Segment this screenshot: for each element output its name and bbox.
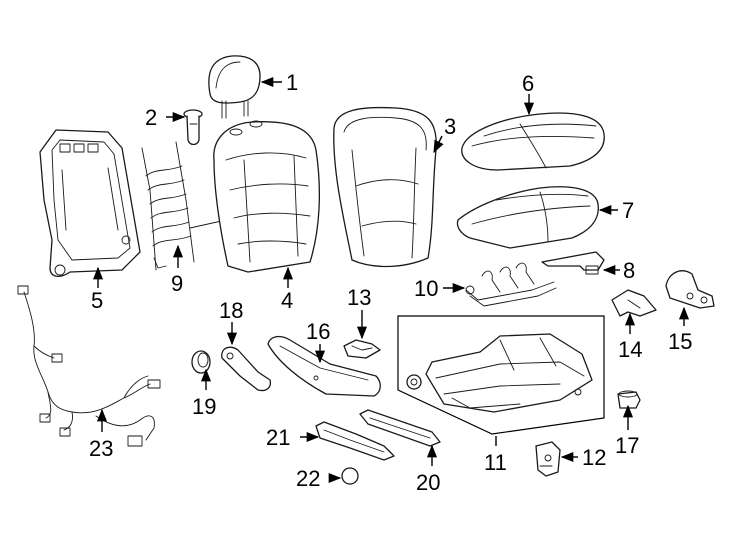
callout-21: 21 — [266, 425, 290, 450]
callout-19: 19 — [192, 394, 216, 419]
callout-9: 9 — [171, 271, 183, 296]
part-recliner-cover-18 — [221, 346, 272, 392]
callout-15: 15 — [668, 329, 692, 354]
callout-8: 8 — [623, 258, 635, 283]
callout-labels: 1 2 3 4 5 6 7 8 9 10 11 12 13 14 15 16 1… — [89, 70, 692, 495]
callout-17: 17 — [615, 433, 639, 458]
part-rail-cover-20 — [359, 409, 441, 447]
leader-lines — [92, 76, 690, 484]
part-seatback-pad — [213, 120, 321, 273]
callout-22: 22 — [296, 466, 320, 491]
part-side-trim-16 — [267, 335, 381, 397]
part-wiring-harness — [17, 285, 161, 447]
part-switch-13 — [343, 339, 381, 359]
callout-11: 11 — [484, 450, 507, 475]
part-cushion-suspension — [465, 262, 557, 307]
part-side-shield-15 — [665, 270, 715, 309]
part-inner-trim-21 — [315, 421, 395, 461]
callout-2: 2 — [145, 105, 157, 130]
part-headrest-guide — [183, 109, 203, 146]
part-headrest — [208, 55, 261, 119]
callout-20: 20 — [416, 470, 440, 495]
part-cushion-cover — [461, 112, 605, 171]
part-button-22 — [341, 467, 359, 485]
part-seatback-cover — [333, 106, 437, 268]
part-bracket-14 — [611, 289, 657, 317]
callout-5: 5 — [91, 288, 103, 313]
callout-7: 7 — [622, 198, 634, 223]
part-latch-12 — [535, 441, 561, 477]
part-bracket-8 — [541, 251, 605, 275]
callout-12: 12 — [582, 445, 606, 470]
part-seatback-frame — [39, 129, 141, 278]
callout-10: 10 — [414, 276, 438, 301]
callout-18: 18 — [219, 298, 243, 323]
callout-1: 1 — [286, 70, 298, 95]
callout-13: 13 — [347, 285, 371, 310]
part-cushion-pad — [456, 186, 599, 249]
part-back-suspension — [141, 141, 227, 271]
part-cap-17 — [617, 390, 641, 409]
part-seat-adjuster-group — [397, 315, 605, 435]
callout-3: 3 — [444, 114, 456, 139]
part-knob-19 — [191, 350, 211, 374]
callout-16: 16 — [306, 319, 330, 344]
callout-23: 23 — [89, 436, 113, 461]
callout-4: 4 — [281, 288, 293, 313]
callout-14: 14 — [618, 337, 642, 362]
callout-6: 6 — [522, 71, 534, 96]
